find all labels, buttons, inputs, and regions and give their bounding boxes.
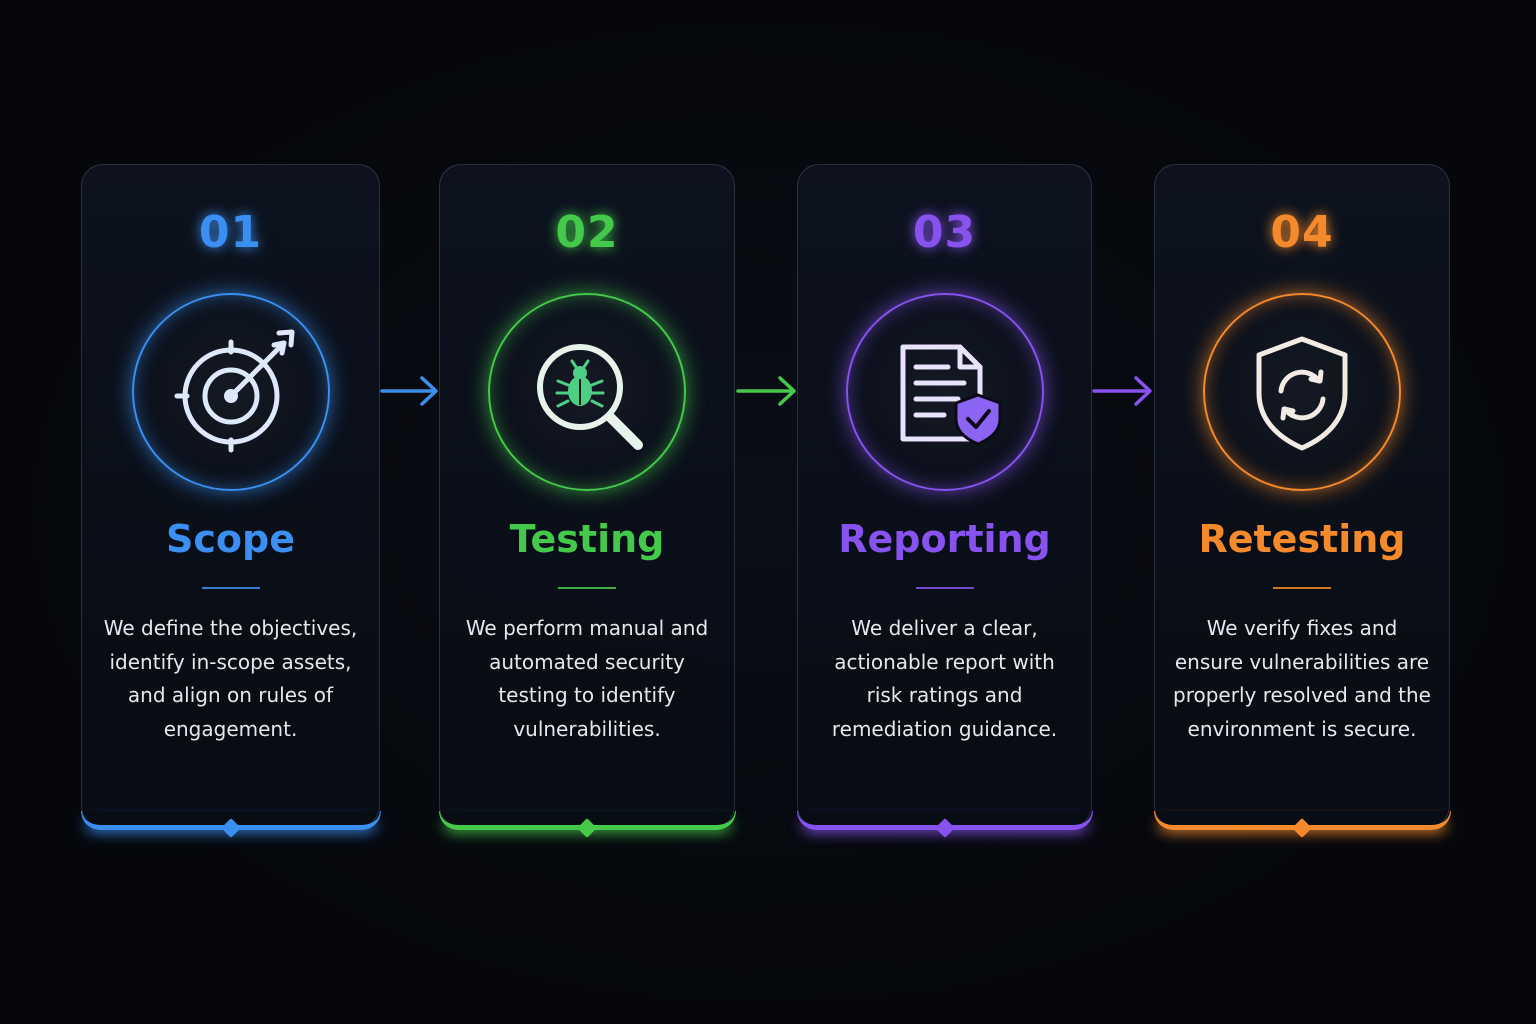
arrow-right-icon	[736, 376, 796, 406]
icon-circle	[131, 293, 330, 491]
icon-circle	[1203, 293, 1401, 491]
step-number: 04	[1270, 207, 1334, 258]
arrow-right-icon	[1092, 376, 1152, 406]
step-card-reporting: 03 Reporting We deliver a clear, actiona…	[796, 164, 1093, 838]
card-notch	[1292, 818, 1312, 838]
card-notch	[934, 818, 955, 838]
target-arrow-icon	[174, 329, 294, 453]
card-notch	[220, 818, 241, 838]
divider	[558, 587, 616, 589]
step-card-testing: 02	[438, 164, 736, 838]
step-number: 01	[198, 207, 263, 258]
report-shield-icon	[900, 344, 1001, 446]
divider	[915, 587, 974, 589]
step-title: Reporting	[838, 517, 1051, 561]
step-description: We define the objectives, identify in-sc…	[103, 616, 358, 741]
step-number: 03	[912, 207, 977, 258]
shield-refresh-icon	[1256, 336, 1348, 451]
icon-circle	[845, 293, 1044, 491]
step-number: 02	[555, 207, 619, 258]
step-title: Retesting	[1198, 517, 1406, 561]
step-description: We verify fixes and ensure vulnerabiliti…	[1173, 616, 1431, 741]
arrow-right-icon	[380, 376, 438, 406]
step-description: We perform manual and automated security…	[465, 616, 709, 741]
divider	[201, 587, 260, 589]
step-title: Testing	[509, 517, 665, 561]
card-notch	[577, 818, 597, 838]
divider	[1273, 587, 1331, 589]
step-card-scope: 01 Scope We define the objectives, ident…	[80, 164, 381, 838]
step-card-retesting: 04 Retesting We verify fixes and ensure …	[1153, 164, 1451, 838]
bug-magnifier-icon	[537, 344, 643, 450]
step-description: We deliver a clear, actionable report wi…	[831, 616, 1058, 741]
icon-circle	[488, 293, 686, 491]
step-title: Scope	[166, 517, 295, 561]
